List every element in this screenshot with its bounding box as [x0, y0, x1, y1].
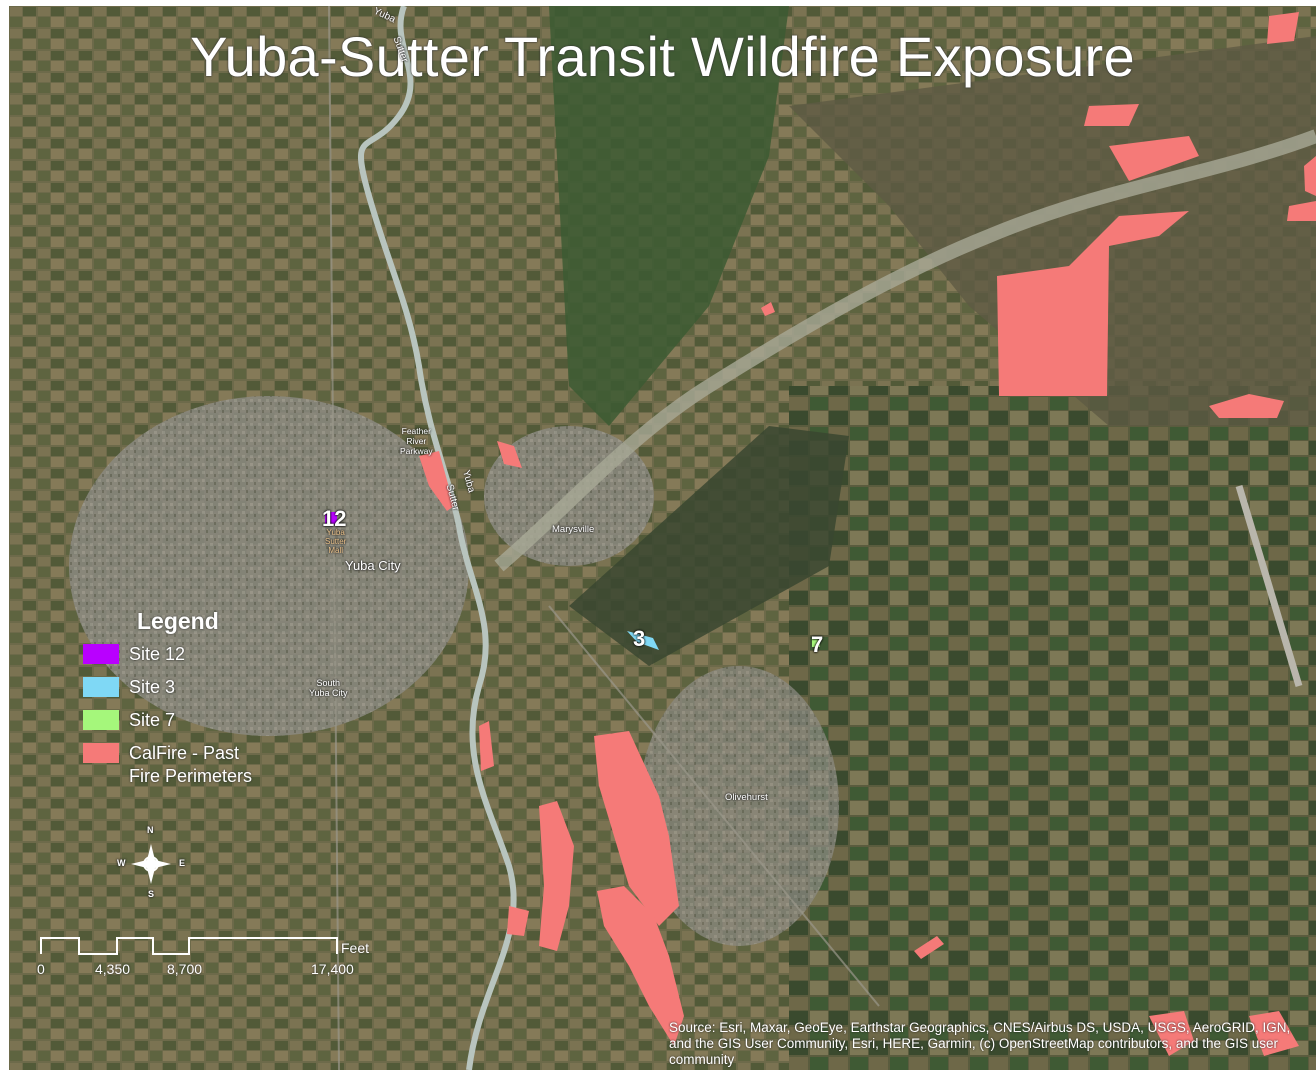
site-7-number[interactable]: 7	[811, 632, 824, 657]
legend-item-site-3: Site 3	[83, 676, 252, 699]
site-3-number[interactable]: 3	[633, 626, 646, 651]
legend-swatch-site-3	[83, 677, 119, 697]
map-title: Yuba-Sutter Transit Wildfire Exposure	[190, 25, 1135, 88]
scale-label-0: 0	[37, 961, 45, 977]
place-label-feather-river-parkway: Feather River Parkway	[400, 426, 433, 456]
legend-label-site-3: Site 3	[129, 677, 176, 697]
fire-perimeter-se2	[1149, 1011, 1194, 1056]
highway-99	[328, 6, 340, 1070]
north-arrow-s: S	[148, 889, 155, 899]
yuba-city-urban	[69, 396, 469, 736]
legend-swatch-fire-perimeters	[83, 743, 119, 763]
fire-perimeter-e	[1209, 394, 1284, 418]
fire-perimeter-se3	[1249, 1011, 1299, 1056]
legend-title: Legend	[137, 608, 219, 634]
olivehurst-urban	[639, 666, 839, 946]
legend-item-site-7: Site 7	[83, 709, 252, 732]
fire-perimeter-ne2	[1084, 104, 1139, 126]
site-7-marker[interactable]	[812, 639, 820, 647]
fire-perimeter-south-d	[507, 906, 529, 936]
legend-label-site-12: Site 12	[129, 644, 186, 664]
fire-perimeter-small1	[761, 302, 775, 316]
fire-perimeter-large	[997, 211, 1189, 396]
site-12-marker[interactable]	[325, 512, 337, 524]
fire-perimeter-river	[479, 721, 494, 771]
place-label-yuba-sutter-mall: Yuba Sutter Mall	[325, 528, 347, 555]
fire-perimeter-south-a	[594, 731, 679, 926]
fire-perimeter-se	[914, 936, 944, 959]
scale-unit: Feet	[341, 940, 370, 956]
legend-swatch-site-12	[83, 644, 119, 664]
scale-label-4350: 4,350	[95, 961, 131, 977]
fire-perimeter-ne5	[1287, 201, 1316, 221]
legend-item-fire-perimeters: CalFire - Past Fire Perimeters	[83, 742, 252, 788]
foothills-area	[789, 36, 1316, 426]
place-label-olivehurst: Olivehurst	[725, 792, 768, 803]
map-frame[interactable]: Yuba-Sutter Transit Wildfire Exposure Yu…	[9, 6, 1316, 1070]
feather-river	[358, 6, 517, 1070]
fire-perimeter-parkway2	[497, 441, 522, 468]
fire-perimeter-ne1	[1109, 136, 1199, 181]
scale-label-8700: 8,700	[167, 961, 203, 977]
place-label-yuba-city: Yuba City	[345, 558, 401, 573]
place-label-marysville: Marysville	[552, 524, 595, 535]
fire-perimeters	[419, 12, 1316, 1056]
legend-label-site-7: Site 7	[129, 710, 176, 730]
fire-perimeter-parkway	[419, 451, 454, 511]
site-12-number[interactable]: 12	[322, 506, 347, 531]
north-arrow-w: W	[117, 858, 126, 868]
legend-label-fire-perimeters: CalFire - Past Fire Perimeters	[129, 743, 253, 786]
farmland-east	[789, 386, 1316, 1070]
orchard-area	[549, 6, 789, 426]
legend-item-site-12: Site 12	[83, 643, 252, 666]
scale-label-17400: 17,400	[311, 961, 354, 977]
fire-perimeter-ne4	[1304, 156, 1316, 196]
north-arrow-e: E	[179, 858, 186, 868]
fire-perimeter-ne3	[1267, 12, 1299, 44]
highway-70	[548, 605, 880, 1007]
fire-perimeter-south-c	[539, 801, 574, 951]
airfield-runway	[1235, 484, 1303, 688]
yuba-river	[494, 129, 1316, 572]
wetland-area	[569, 426, 849, 666]
fire-perimeter-south-b	[597, 886, 684, 1046]
legend-swatch-site-7	[83, 710, 119, 730]
satellite-basemap	[9, 6, 1316, 1070]
north-arrow	[131, 844, 171, 884]
place-label-south-yuba-city: South Yuba City	[309, 678, 348, 698]
legend: Legend Site 12 Site 3 Site 7 CalFire - P…	[83, 608, 252, 798]
scale-bar	[40, 937, 338, 955]
site-3-marker[interactable]	[627, 631, 659, 650]
north-arrow-n: N	[147, 825, 154, 835]
source-attribution: Source: Esri, Maxar, GeoEye, Earthstar G…	[669, 1020, 1291, 1067]
